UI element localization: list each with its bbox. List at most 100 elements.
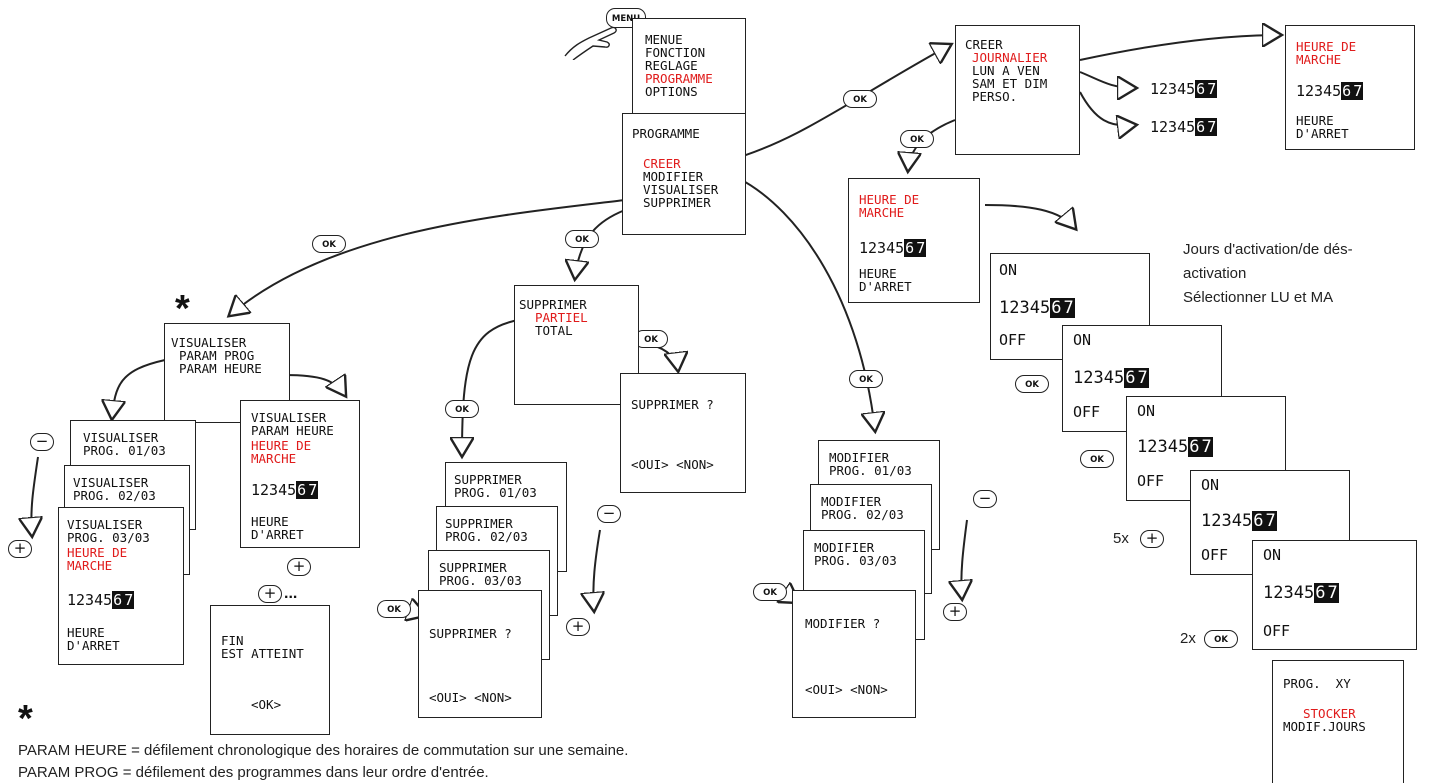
plus-button-modifier[interactable]: + xyxy=(943,603,967,621)
multiplier-two: 2x xyxy=(1180,630,1196,647)
supprimer-question: SUPPRIMER ? xyxy=(429,626,512,641)
on-label: ON xyxy=(1137,402,1156,420)
heure-de-label: HEURE DE xyxy=(1296,39,1357,54)
weekday-digits: 12345 xyxy=(1296,82,1342,100)
prog-03-label: PROG. 03/03 xyxy=(67,530,150,545)
plus-dots: ... xyxy=(284,585,298,602)
minus-button-visualiser[interactable]: − xyxy=(30,433,54,451)
minus-button-modifier[interactable]: − xyxy=(973,490,997,508)
ok-button-visualiser[interactable]: OK xyxy=(312,235,346,253)
day-7: 7 xyxy=(1136,368,1149,388)
day-7: 7 xyxy=(1206,80,1218,98)
arrow-partiel xyxy=(462,319,519,455)
supprimer-menu-screen: SUPPRIMER PARTIEL TOTAL xyxy=(514,285,639,405)
day-7: 7 xyxy=(1352,82,1364,100)
menu-item-options: OPTIONS xyxy=(645,84,698,99)
programme-screen: PROGRAMME CREER MODIFIER VISUALISER SUPP… xyxy=(622,113,746,235)
weekday-digits: 12345 xyxy=(999,298,1051,318)
modifier-confirm-screen: MODIFIER ? <OUI> <NON> xyxy=(792,590,916,718)
arrow-to-vis-heure xyxy=(284,375,345,395)
weekday-digits: 12345 xyxy=(1263,583,1315,603)
store-item-modif-jours: MODIF.JOURS xyxy=(1283,719,1366,734)
prog-03-label: PROG. 03/03 xyxy=(814,553,897,568)
off-label: OFF xyxy=(1263,622,1291,640)
day-7: 7 xyxy=(1200,437,1213,457)
prog-01-label: PROG. 01/03 xyxy=(829,463,912,478)
creer-item-sam-dim: SAM ET DIM xyxy=(972,76,1048,91)
ok-button-onoff-2[interactable]: OK xyxy=(1080,450,1114,468)
prog-01-label: PROG. 01/03 xyxy=(83,443,166,458)
ok-button-mod-confirm[interactable]: OK xyxy=(753,583,787,601)
modifier-question: MODIFIER ? xyxy=(805,616,881,631)
arrow-lun-ven xyxy=(1079,71,1135,88)
arrow-to-heure-marche-top xyxy=(1079,35,1280,61)
plus-button-supprimer[interactable]: + xyxy=(566,618,590,636)
weekday-digits: 12345 xyxy=(251,481,297,499)
visualiser-title: VISUALISER xyxy=(171,335,247,350)
menu-item-fonction: FONCTION xyxy=(645,45,706,60)
arrow-to-creer xyxy=(729,45,950,161)
ok-button-modifier[interactable]: OK xyxy=(849,370,883,388)
day-6: 6 xyxy=(1341,82,1353,100)
footnote-param-prog: PARAM PROG = défilement des programmes d… xyxy=(18,764,489,781)
creer-item-lun-ven: LUN A VEN xyxy=(972,63,1040,78)
arrow-to-vis-progs xyxy=(112,359,166,418)
heure-label: HEURE xyxy=(859,266,897,281)
weekday-digits: 12345 xyxy=(1137,437,1189,457)
oui-non-options: <OUI> <NON> xyxy=(429,690,512,705)
ok-button-sup-confirm[interactable]: OK xyxy=(377,600,411,618)
modifier-title: MODIFIER xyxy=(821,494,882,509)
on-label: ON xyxy=(1201,476,1220,494)
fin-screen: FIN EST ATTEINT <OK> xyxy=(210,605,330,735)
minus-button-supprimer[interactable]: − xyxy=(597,505,621,523)
multiplier-five: 5x xyxy=(1113,530,1129,547)
ok-button-total[interactable]: OK xyxy=(634,330,668,348)
plus-button-onoff[interactable]: + xyxy=(1140,530,1164,548)
plus-button-fin[interactable]: + xyxy=(258,585,282,603)
arrow-sam-dim xyxy=(1079,91,1135,126)
ok-button-onoff-2x[interactable]: OK xyxy=(1204,630,1238,648)
supprimer-title: SUPPRIMER xyxy=(454,472,522,487)
marche-label: MARCHE xyxy=(1296,52,1342,67)
arrow-vis-scroll xyxy=(31,456,38,535)
heure-de-label: HEURE DE xyxy=(859,192,920,207)
day-7: 7 xyxy=(307,481,319,499)
menu-item-reglage: REGLAGE xyxy=(645,58,698,73)
off-label: OFF xyxy=(999,331,1027,349)
creer-title: CREER xyxy=(965,37,1003,52)
arret-label: D'ARRET xyxy=(67,638,120,653)
fin-ok-option: <OK> xyxy=(251,697,282,712)
oui-non-options: <OUI> <NON> xyxy=(631,457,714,472)
ok-button-supprimer[interactable]: OK xyxy=(565,230,599,248)
day-7: 7 xyxy=(1206,118,1218,136)
activation-note: Jours d'activation/de dés- activation Sé… xyxy=(1183,241,1353,306)
ok-button-onoff-1[interactable]: OK xyxy=(1015,375,1049,393)
ok-button-creer[interactable]: OK xyxy=(843,90,877,108)
plus-button-visualiser[interactable]: + xyxy=(8,540,32,558)
visualiser-item-param-prog: PARAM PROG xyxy=(179,348,255,363)
day-6: 6 xyxy=(1195,80,1207,98)
day-7: 7 xyxy=(1326,583,1339,603)
day-6: 6 xyxy=(296,481,308,499)
ok-button-partiel[interactable]: OK xyxy=(445,400,479,418)
footnote-asterisk: * xyxy=(18,698,33,740)
programme-item-supprimer: SUPPRIMER xyxy=(643,195,711,210)
supprimer-title: SUPPRIMER xyxy=(519,297,587,312)
supprimer-total-confirm-screen: SUPPRIMER ? <OUI> <NON> xyxy=(620,373,746,493)
arrow-sup-scroll xyxy=(593,529,600,610)
on-label: ON xyxy=(1073,331,1092,349)
plus-button-heure[interactable]: + xyxy=(287,558,311,576)
arret-label: D'ARRET xyxy=(1296,126,1349,141)
weekday-digits: 12345 xyxy=(859,239,905,257)
arret-label: D'ARRET xyxy=(859,279,912,294)
supprimer-title: SUPPRIMER xyxy=(445,516,513,531)
ok-button-journalier[interactable]: OK xyxy=(900,130,934,148)
visualiser-param-heure-screen: VISUALISER PARAM HEURE HEURE DE MARCHE 1… xyxy=(240,400,360,548)
oui-non-options: <OUI> <NON> xyxy=(805,682,888,697)
visualiser-prog-03-screen: VISUALISER PROG. 03/03 HEURE DE MARCHE 1… xyxy=(58,507,184,665)
off-label: OFF xyxy=(1073,403,1101,421)
